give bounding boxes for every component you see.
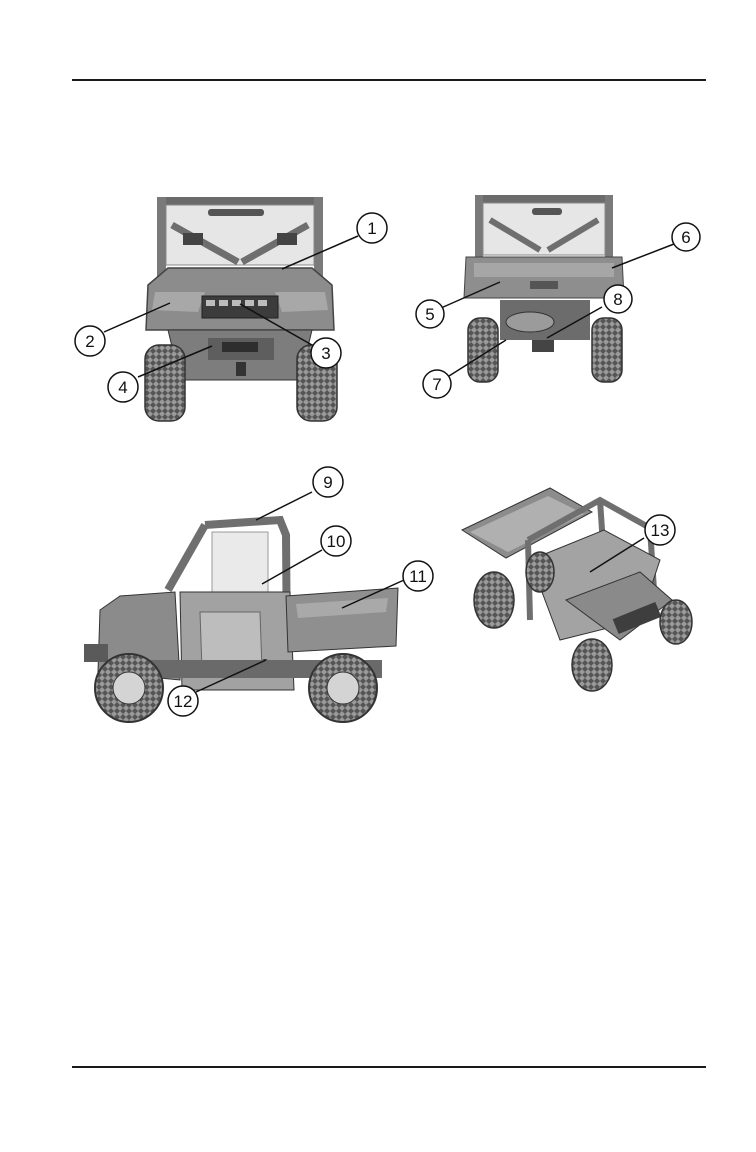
svg-text:1: 1 [367, 219, 376, 238]
svg-text:9: 9 [323, 473, 332, 492]
svg-text:4: 4 [118, 378, 127, 397]
footer-rule [72, 1066, 706, 1068]
svg-text:12: 12 [174, 692, 193, 711]
callout-2: 2 [75, 326, 105, 356]
callout-6: 6 [672, 223, 700, 251]
callout-5: 5 [416, 300, 444, 328]
callout-10: 10 [321, 526, 351, 556]
callout-3: 3 [311, 338, 341, 368]
callout-4: 4 [108, 372, 138, 402]
svg-text:3: 3 [321, 344, 330, 363]
callout-8: 8 [604, 285, 632, 313]
svg-text:2: 2 [85, 332, 94, 351]
svg-text:13: 13 [651, 521, 670, 540]
rear-view-illustration [464, 195, 624, 382]
svg-text:7: 7 [432, 375, 441, 394]
svg-text:5: 5 [425, 305, 434, 324]
svg-text:8: 8 [613, 290, 622, 309]
svg-text:10: 10 [327, 532, 346, 551]
front-view-illustration [145, 197, 337, 421]
side-view-illustration [84, 520, 398, 722]
callout-11: 11 [403, 561, 433, 591]
callout-12: 12 [168, 686, 198, 716]
callout-9: 9 [313, 467, 343, 497]
svg-text:11: 11 [409, 567, 427, 586]
svg-text:6: 6 [681, 228, 690, 247]
callout-13: 13 [645, 515, 675, 545]
callout-1: 1 [357, 213, 387, 243]
callout-7: 7 [423, 370, 451, 398]
